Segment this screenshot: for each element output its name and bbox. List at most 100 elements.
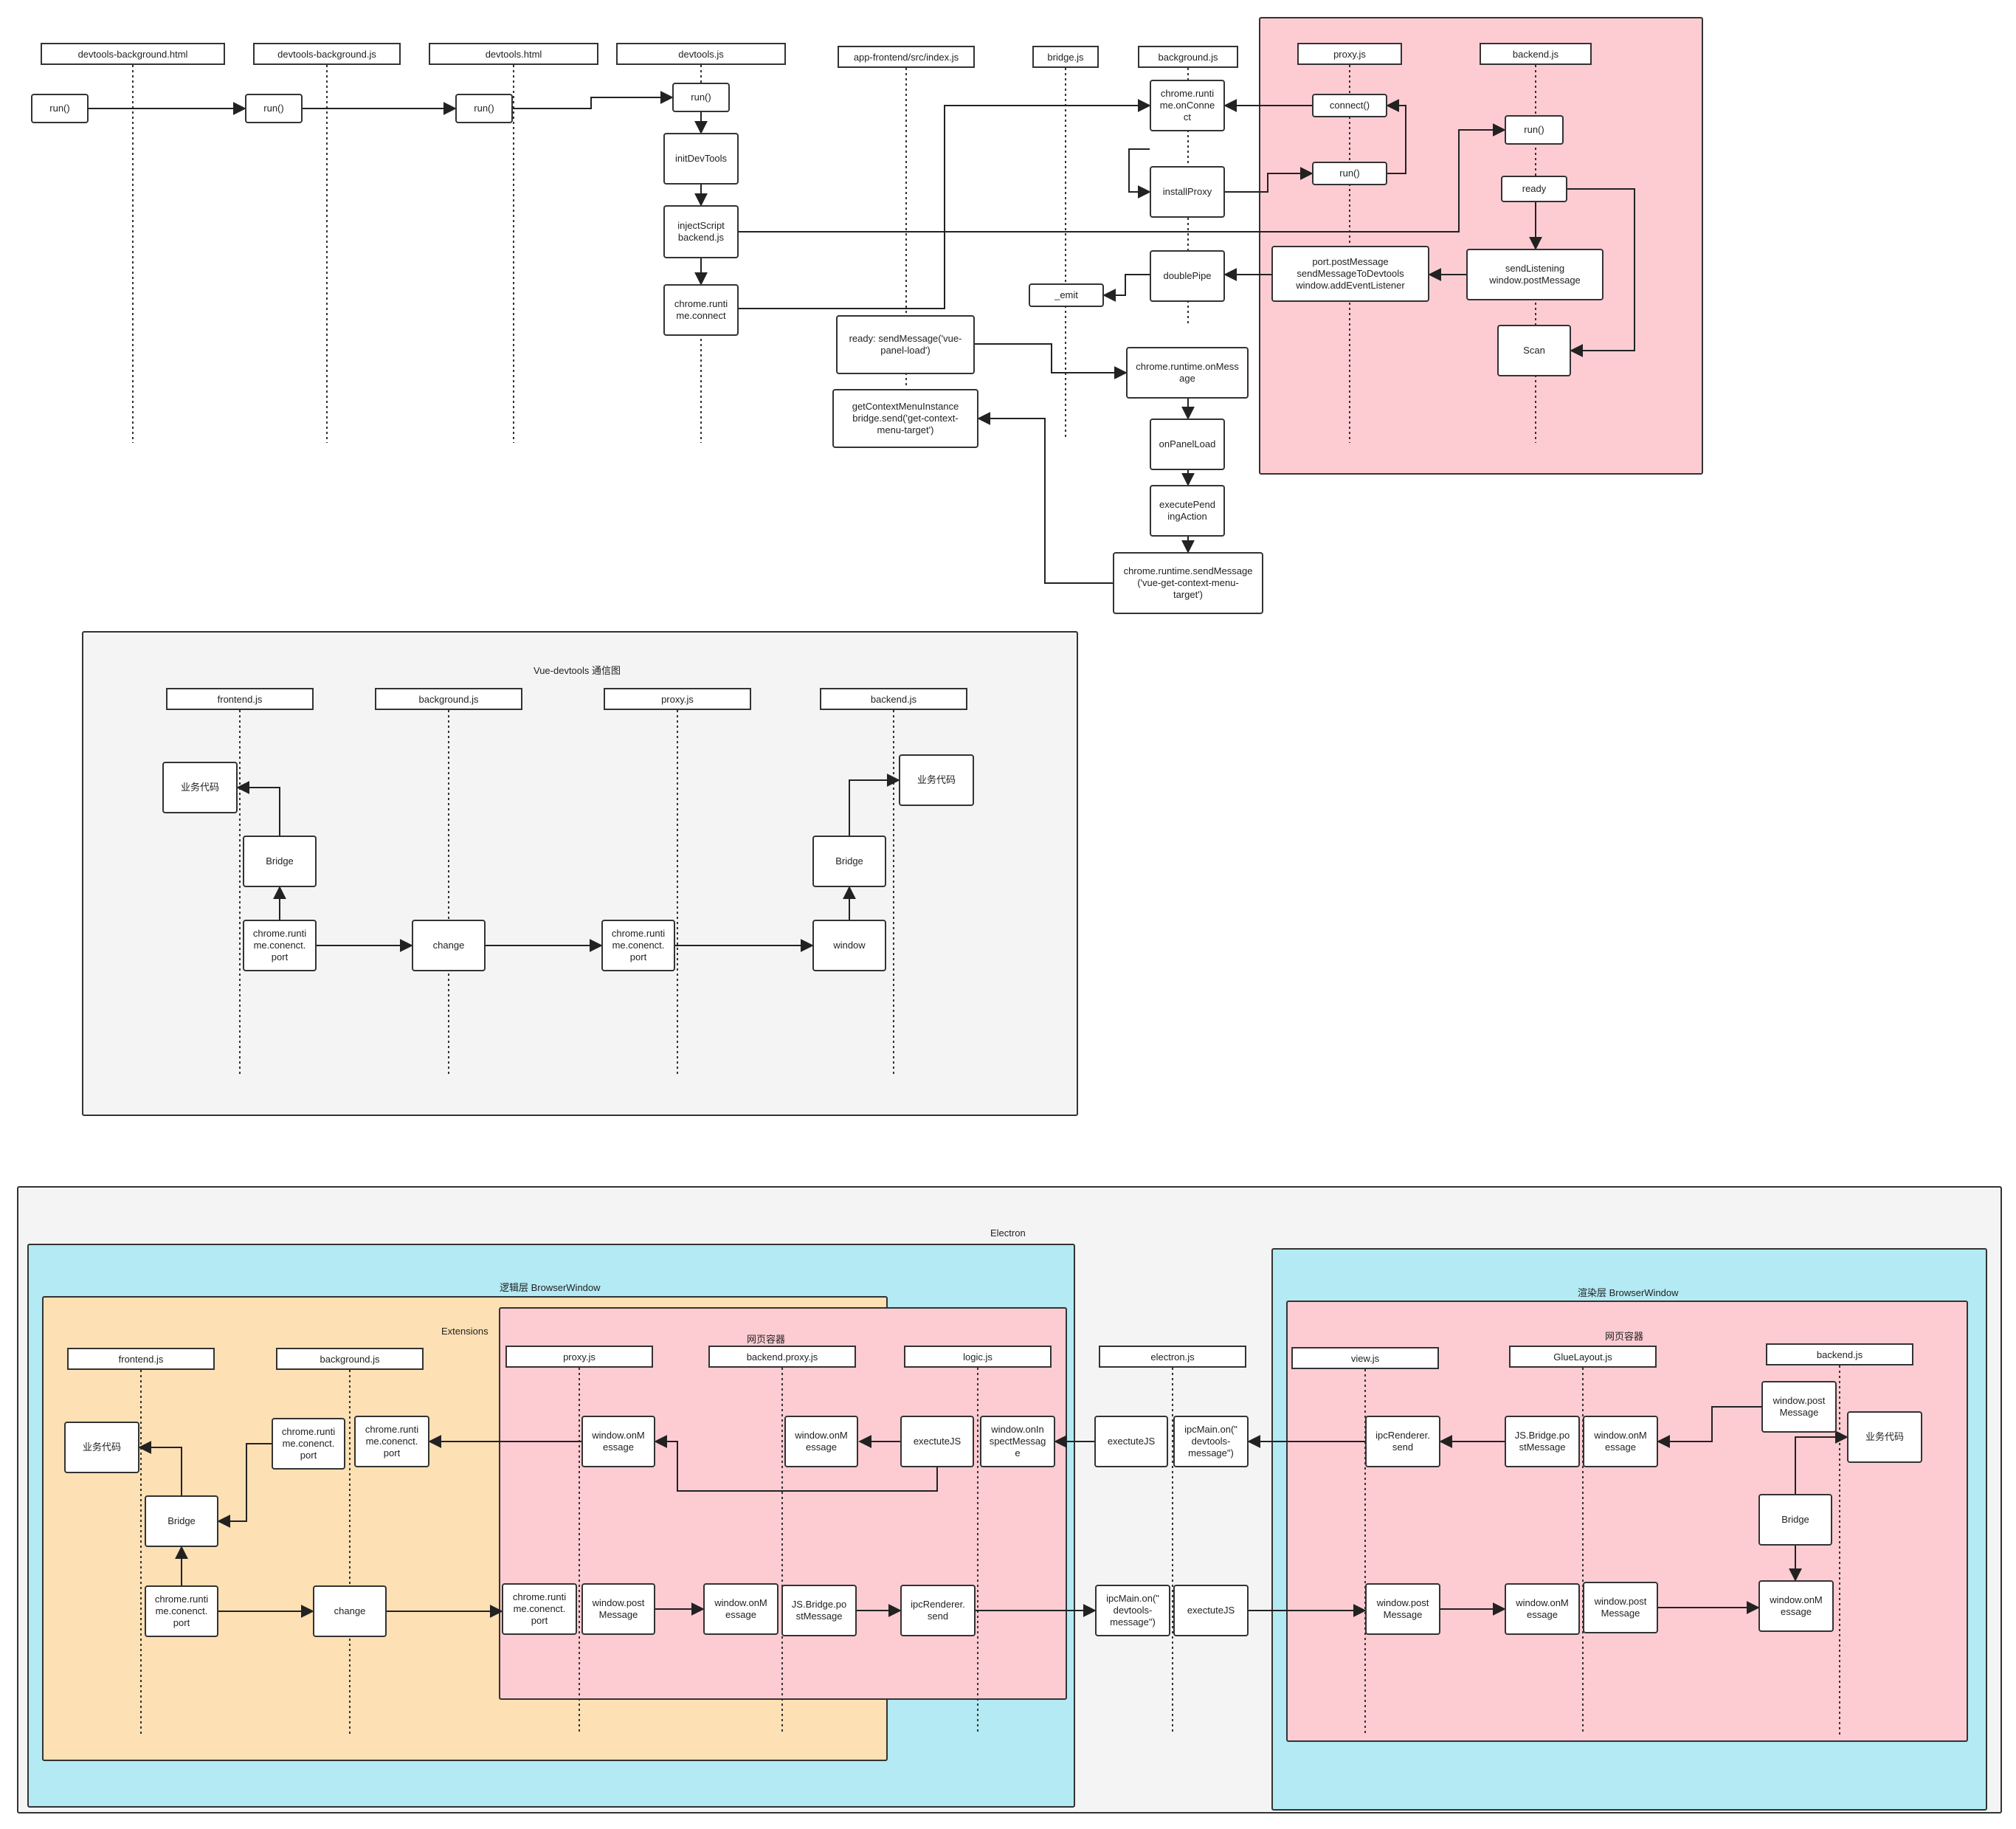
edge [1386,99,1406,174]
change-node: change [412,920,486,971]
extensions-label: Extensions [441,1326,489,1337]
ready-send-message-node: ready: sendMessage('vue- panel-load') [836,315,975,374]
edge [1102,274,1150,302]
on-connect-node: chrome.runti me.onConne ct [1150,80,1225,131]
business-code-node: 业务代码 [162,762,238,813]
window-node: window [812,920,886,971]
run-node: run() [455,94,513,123]
lane-devtools-html: devtools.html [429,43,598,65]
edge [654,1435,938,1492]
bridge-node: Bridge [145,1495,218,1547]
send-listening-node: sendListening window.postMessage [1466,249,1604,300]
window-oninspect-node: window.onIn spectMessag e [980,1416,1055,1467]
lane-backend-js: backend.js [1480,43,1592,65]
backend-run-node: run() [1505,115,1564,145]
lane-gluelayout-js: GlueLayout.js [1509,1346,1657,1368]
window-postmessage-node: window.post Message [1761,1381,1837,1433]
edge [138,1441,182,1495]
edge [977,412,1113,584]
jsbridge-postmessage-node: JS.Bridge.po stMessage [1505,1416,1580,1467]
chrome-port-node: chrome.runti me.conenct. port [145,1585,218,1637]
chrome-port-node: chrome.runti me.conenct. port [601,920,675,971]
lane-frontend-js: frontend.js [67,1348,215,1370]
window-onmessage-node: window.onM essage [1758,1580,1834,1632]
lane-proxy-js: proxy.js [1297,43,1402,65]
lane-logic-js: logic.js [904,1346,1052,1368]
context-menu-node: getContextMenuInstance bridge.send('get-… [832,389,978,448]
edge [739,99,1151,309]
business-code-node: 业务代码 [899,754,974,806]
web-container-label: 网页容器 [747,1334,786,1345]
edge [513,91,674,109]
render-web-container-label: 网页容器 [1605,1331,1644,1342]
change-node: change [313,1585,387,1637]
chrome-port-node: chrome.runti me.conenct. port [272,1418,345,1470]
install-proxy-node: installProxy [1150,166,1225,218]
port-post-message-node: port.postMessage sendMessageToDevtools w… [1271,246,1429,302]
edge [975,343,1128,379]
chrome-port-node: chrome.runti me.conenct. port [354,1416,429,1467]
edge [217,1443,272,1528]
edge [1128,148,1151,199]
proxy-run-node: run() [1312,162,1387,185]
edge [739,123,1506,232]
logic-layer-label: 逻辑层 BrowserWindow [500,1282,601,1293]
diagram2-title: Vue-devtools 通信图 [534,665,621,676]
run-node: run() [245,94,303,123]
window-onmessage-node: window.onM essage [1505,1583,1580,1635]
execute-js-node: exectuteJS [900,1416,974,1467]
ipc-renderer-send-node: ipcRenderer. send [1365,1416,1440,1467]
init-devtools-node: initDevTools [663,133,739,185]
ipc-renderer-send-node: ipcRenderer. send [900,1585,976,1636]
business-code-node: 业务代码 [64,1422,139,1473]
lane-devtools-js: devtools.js [616,43,786,65]
lane-app-frontend-index: app-frontend/src/index.js [838,46,975,68]
double-pipe-node: doublePipe [1150,250,1225,302]
execute-js-node: exectuteJS [1094,1416,1168,1467]
lane-bridge-js: bridge.js [1032,46,1099,68]
emit-node: _emit [1029,283,1104,307]
chrome-port-node: chrome.runti me.conenct. port [502,1583,577,1635]
lane-background-js: background.js [1138,46,1238,68]
execute-pending-node: executePend ingAction [1150,485,1225,537]
lane-devtools-background-html: devtools-background.html [41,43,225,65]
bridge-node: Bridge [1758,1494,1832,1546]
edge [236,781,280,836]
lane-devtools-background-js: devtools-background.js [253,43,401,65]
on-message-node: chrome.runtime.onMess age [1126,347,1249,399]
send-message-node: chrome.runtime.sendMessage ('vue-get-con… [1113,552,1263,614]
chrome-connect-node: chrome.runti me.connect [663,284,739,336]
diagram2-region [82,631,1078,1116]
electron-label: Electron [990,1227,1026,1239]
lane-view-js: view.js [1291,1347,1439,1369]
business-code-node: 业务代码 [1847,1411,1922,1463]
edge [1657,1406,1761,1448]
window-onmessage-node: window.onM essage [581,1416,655,1467]
edge [1795,1430,1848,1494]
edge [1225,167,1313,193]
window-postmessage-node: window.post Message [1583,1582,1658,1633]
lane-backend-js: backend.js [1766,1343,1913,1365]
chrome-port-node: chrome.runti me.conenct. port [243,920,317,971]
window-onmessage-node: window.onM essage [1583,1416,1658,1467]
lane-backend-js: backend.js [820,688,967,710]
lane-proxy-js: proxy.js [505,1346,653,1368]
edge [1567,188,1635,357]
lane-background-js: background.js [375,688,522,710]
render-layer-label: 渲染层 BrowserWindow [1578,1287,1679,1298]
ipc-main-on-node: ipcMain.on(" devtools- message") [1095,1585,1170,1636]
window-onmessage-node: window.onM essage [703,1583,779,1635]
edge [849,774,900,836]
lane-backend-proxy-js: backend.proxy.js [708,1346,856,1368]
run-node: run() [672,83,730,112]
window-onmessage-node: window.onM essage [784,1416,858,1467]
execute-js-node: exectuteJS [1173,1585,1249,1636]
run-node: run() [31,94,89,123]
lane-electron-js: electron.js [1099,1346,1246,1368]
lane-background-js: background.js [276,1348,424,1370]
window-postmessage-node: window.post Message [1365,1583,1440,1635]
inject-script-node: injectScript backend.js [663,205,739,258]
scan-node: Scan [1497,325,1571,376]
diagram1-proxy-backend-region [1259,17,1703,475]
